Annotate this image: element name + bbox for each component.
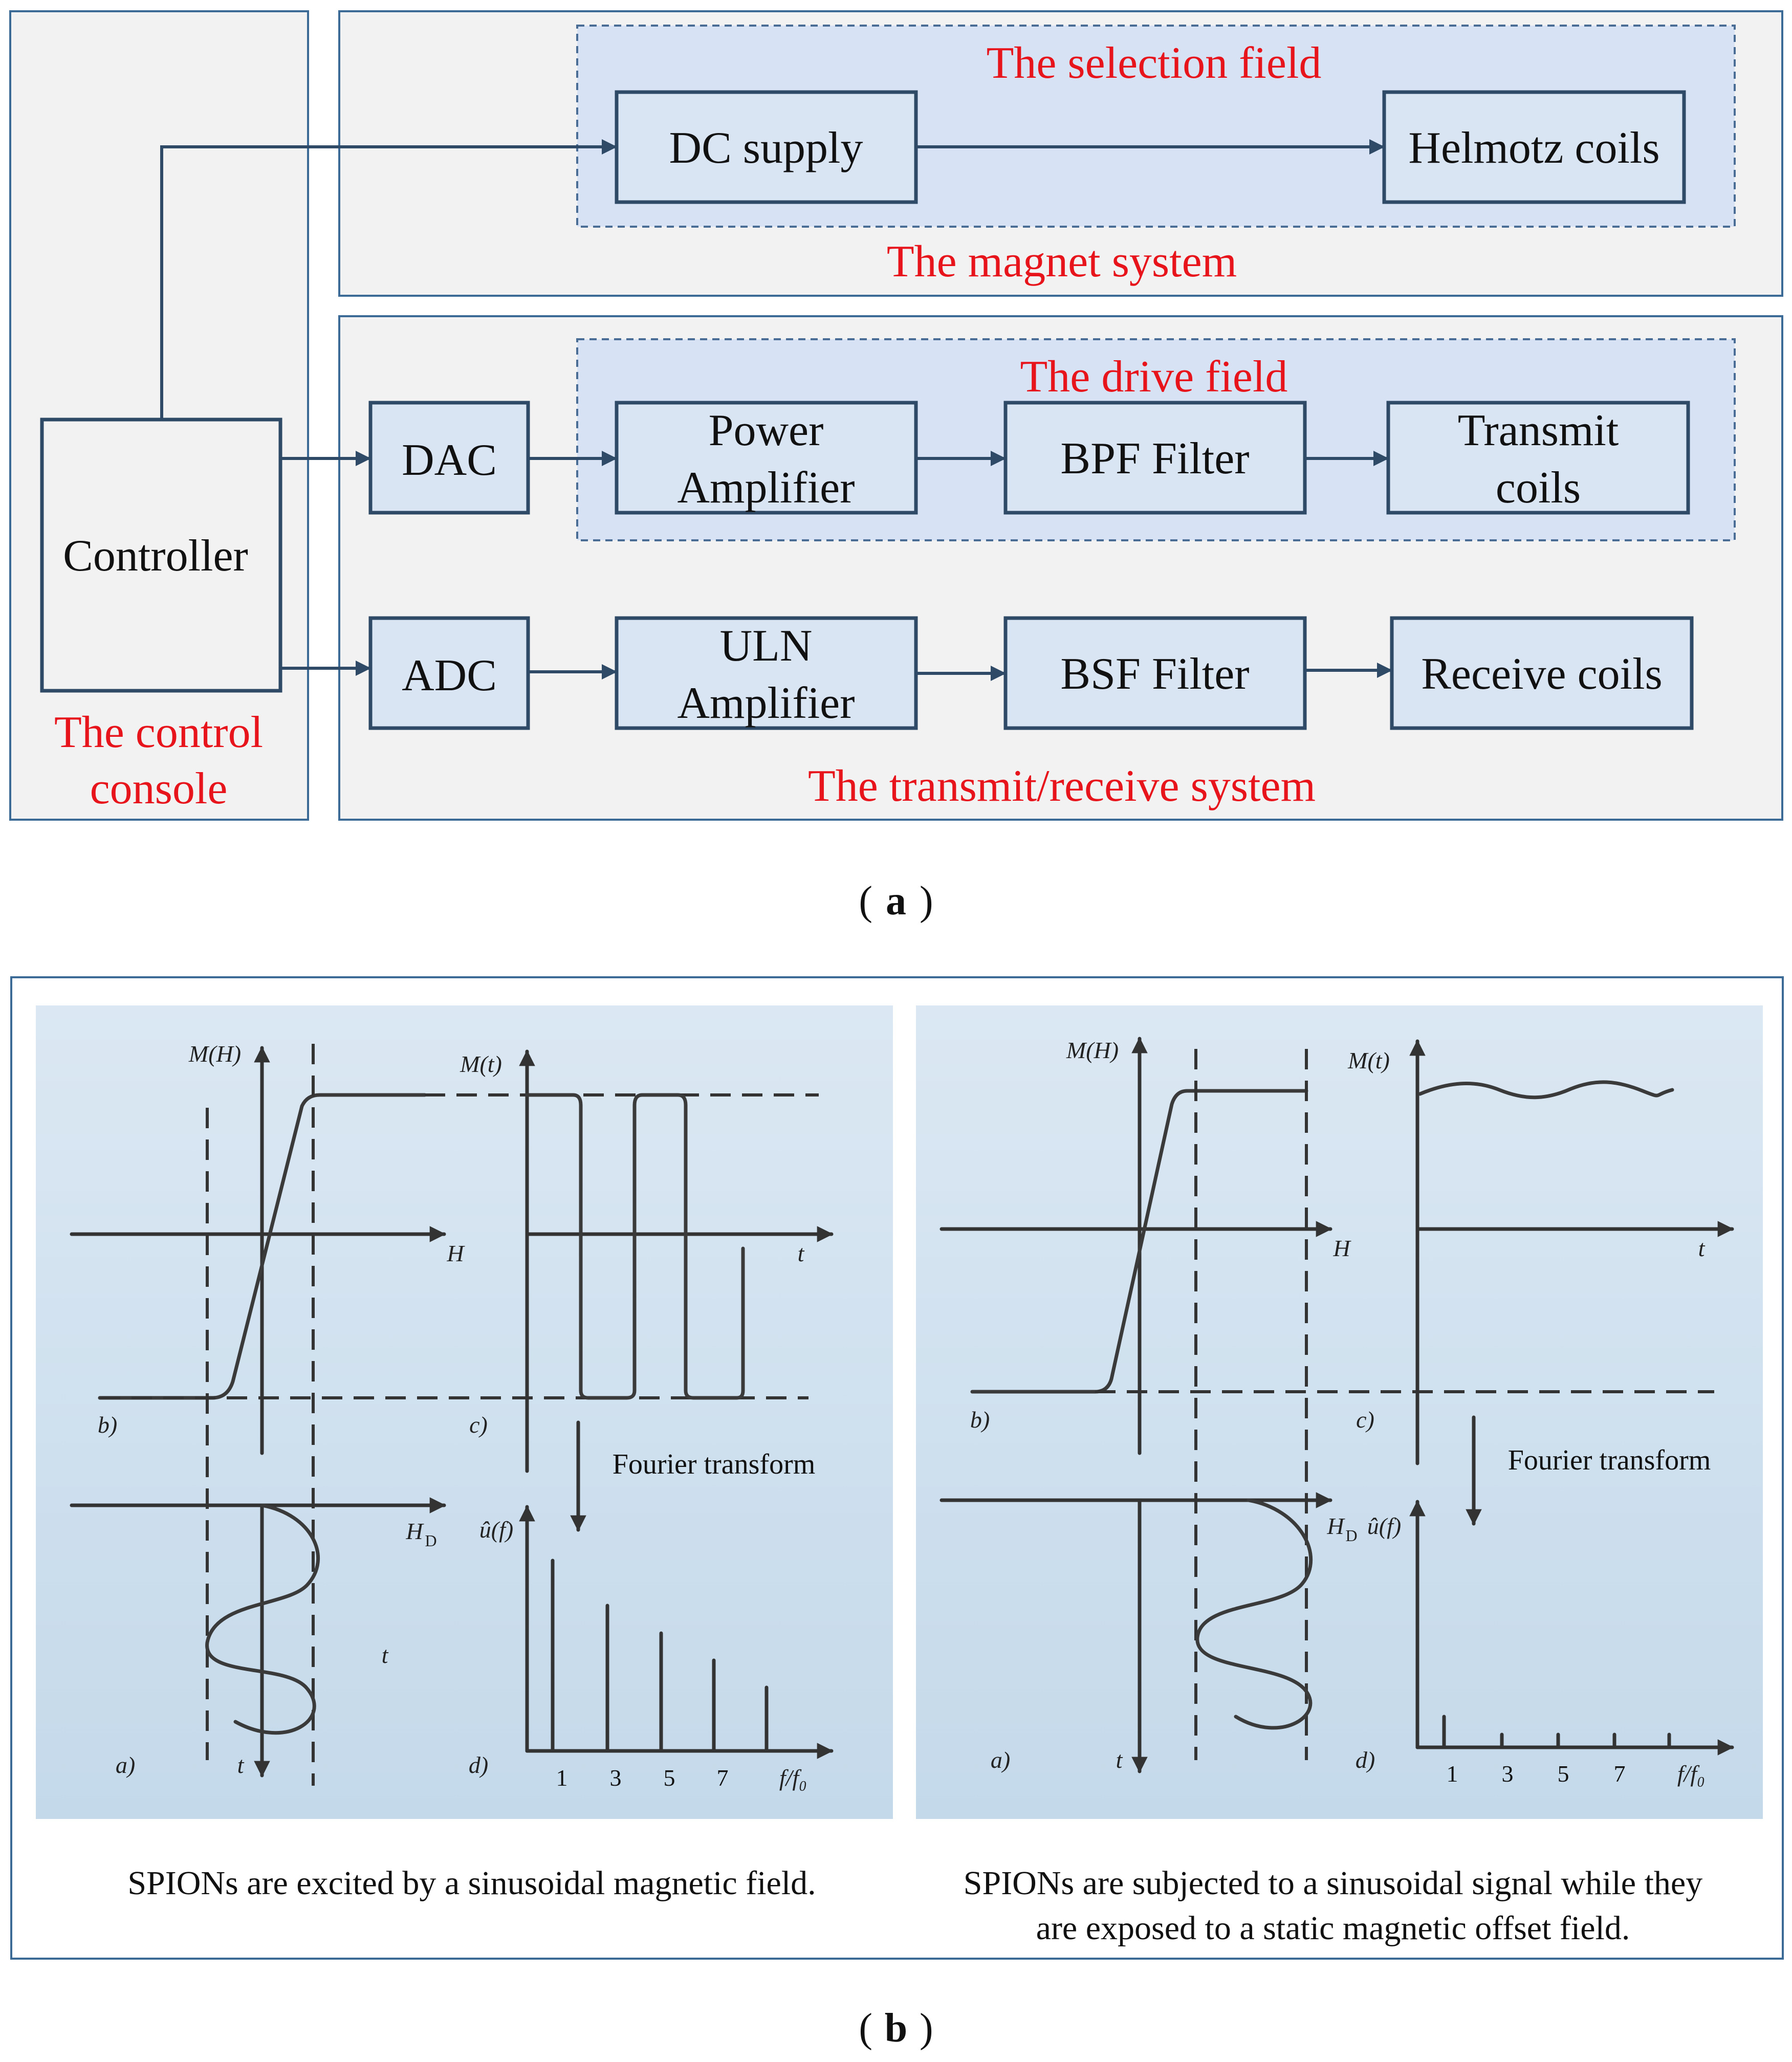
left-fourier-label: Fourier transform: [613, 1449, 816, 1480]
left-tick-7: 7: [717, 1765, 729, 1791]
bpf-filter-label: BPF Filter: [1060, 434, 1249, 484]
left-a-sine-wave: [205, 1503, 320, 1735]
caption-a-letter: a: [886, 879, 906, 924]
selection-field-label: The selection field: [987, 38, 1322, 88]
helmotz-coils-label: Helmotz coils: [1408, 123, 1659, 173]
left-label-ff0: f/f₀: [779, 1765, 807, 1791]
right-label-HD-sub: D: [1345, 1526, 1357, 1545]
power-amplifier-label-line1: Power: [709, 406, 824, 455]
caption-b-open: (: [859, 2006, 872, 2051]
right-tick-3: 3: [1502, 1761, 1514, 1787]
left-c-square-wave: [525, 1093, 745, 1400]
controller-box: [40, 418, 282, 693]
receive-coils-label: Receive coils: [1421, 649, 1663, 699]
right-tick-1: 1: [1447, 1761, 1458, 1787]
right-label-uf: û(f): [1367, 1513, 1401, 1539]
right-label-MH: M(H): [1066, 1037, 1119, 1063]
arrow-controller-to-dc-supply: [160, 139, 617, 420]
magnet-system-label: The magnet system: [887, 237, 1237, 287]
receive-coils-box: [1390, 616, 1694, 730]
transmit-coils-label-line2: coils: [1496, 463, 1581, 513]
left-tick-5: 5: [664, 1765, 675, 1791]
left-label-H: H: [446, 1240, 465, 1266]
bsf-filter-label: BSF Filter: [1060, 649, 1249, 699]
controller-label: Controller: [63, 531, 248, 581]
right-fourier-label: Fourier transform: [1508, 1444, 1711, 1476]
bsf-filter-box: [1003, 616, 1307, 730]
uln-amplifier-box: [615, 616, 918, 730]
right-label-t-c: t: [1698, 1235, 1706, 1261]
adc-label: ADC: [402, 651, 497, 700]
left-label-d: d): [469, 1752, 488, 1778]
right-c-offset-signal: [1418, 1080, 1674, 1100]
dac-box: [368, 401, 530, 515]
dac-label: DAC: [402, 435, 497, 485]
power-amplifier-box: [615, 401, 918, 515]
power-amplifier-label-line2: Amplifier: [677, 463, 855, 513]
right-label-a: a): [991, 1747, 1010, 1773]
left-label-Mt: M(t): [460, 1051, 502, 1077]
left-label-b: b): [98, 1412, 117, 1438]
left-label-t-mid: t: [382, 1642, 389, 1668]
left-label-t-c: t: [798, 1240, 805, 1266]
right-label-d: d): [1356, 1747, 1375, 1773]
left-tick-3: 3: [610, 1765, 622, 1791]
right-a-sine-wave: [1195, 1498, 1313, 1730]
figure-b-magnetization: M(H) H b) M(t) t c) Fourier transform H …: [10, 976, 1784, 2051]
control-console-label-line2: console: [90, 764, 228, 814]
right-label-HD: H: [1326, 1513, 1345, 1539]
caption-b-letter: b: [885, 2006, 908, 2051]
dc-supply-label: DC supply: [669, 123, 863, 173]
left-panel-background: [36, 1005, 893, 1819]
left-label-t-a: t: [237, 1752, 245, 1778]
transmit-receive-label: The transmit/receive system: [808, 761, 1316, 811]
left-label-c: c): [469, 1412, 488, 1438]
right-label-ff0: f/f₀: [1677, 1761, 1705, 1787]
right-panel: M(H) H b) M(t) t c) Fourier transform H …: [916, 1005, 1763, 1947]
caption-b-close: ): [920, 2006, 933, 2051]
right-panel-background: [916, 1005, 1763, 1819]
transmit-coils-label-line1: Transmit: [1458, 406, 1619, 455]
left-panel: M(H) H b) M(t) t c) Fourier transform H …: [36, 1005, 893, 1902]
caption-a-close: ): [920, 879, 933, 924]
control-console-label-line1: The control: [54, 708, 263, 757]
left-label-uf: û(f): [479, 1517, 513, 1543]
uln-amplifier-label-line1: ULN: [720, 621, 813, 671]
left-tick-1: 1: [556, 1765, 568, 1791]
control-console-panel: [9, 10, 309, 821]
left-label-HD: H: [405, 1518, 424, 1544]
left-panel-caption: SPIONs are excited by a sinusoidal magne…: [127, 1864, 816, 1902]
right-label-Mt: M(t): [1347, 1047, 1390, 1073]
uln-amplifier-label-line2: Amplifier: [677, 678, 855, 728]
right-tick-7: 7: [1614, 1761, 1626, 1787]
left-label-MH: M(H): [188, 1041, 241, 1067]
left-label-a: a): [116, 1752, 135, 1778]
right-label-c: c): [1356, 1407, 1374, 1433]
bpf-filter-box: [1003, 401, 1307, 515]
dc-supply-box: [615, 90, 918, 204]
right-panel-caption-line1: SPIONs are subjected to a sinusoidal sig…: [964, 1864, 1702, 1902]
drive-field-label: The drive field: [1020, 352, 1288, 402]
figure-a-block-diagram: Controller The control console The selec…: [9, 10, 1783, 924]
caption-a-open: (: [859, 879, 872, 924]
right-label-b: b): [970, 1407, 990, 1433]
right-panel-caption-line2: are exposed to a static magnetic offset …: [1036, 1910, 1630, 1947]
left-label-HD-sub: D: [425, 1531, 436, 1550]
right-tick-5: 5: [1558, 1761, 1569, 1787]
right-label-t-a: t: [1116, 1747, 1123, 1773]
transmit-coils-box: [1386, 401, 1690, 515]
right-label-H: H: [1332, 1235, 1351, 1261]
